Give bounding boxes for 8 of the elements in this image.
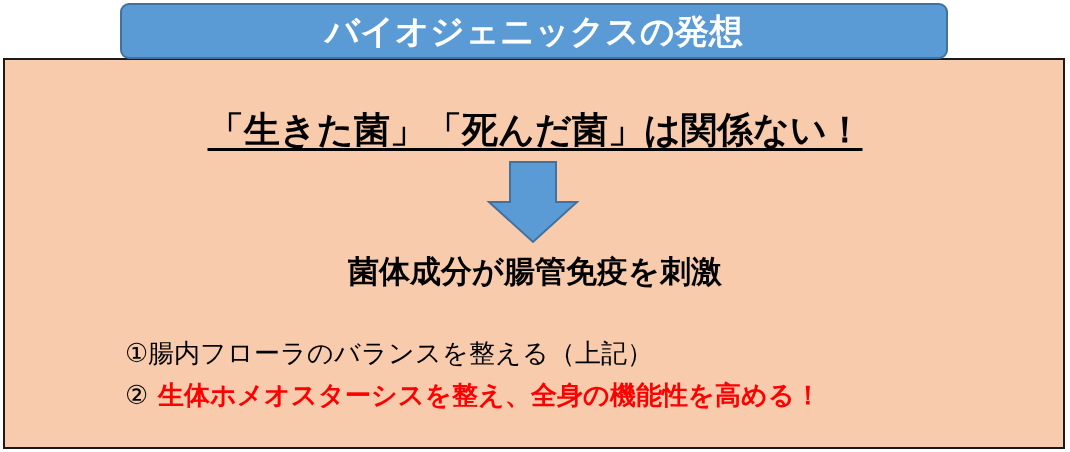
list-item: ①腸内フローラのバランスを整える（上記） (125, 337, 654, 370)
result-text: 菌体成分が腸管免疫を刺激 (255, 246, 815, 298)
block-arrow (486, 161, 580, 244)
list-item: 生体ホメオスターシスを整え、全身の機能性を高める！ (158, 379, 821, 412)
title-tab: バイオジェニックスの発想 (120, 3, 948, 59)
panel-background (3, 58, 1065, 449)
list-number: ② (125, 379, 149, 412)
statement-text: 「生きた菌」「死んだ菌」は関係ない！ (185, 100, 885, 160)
